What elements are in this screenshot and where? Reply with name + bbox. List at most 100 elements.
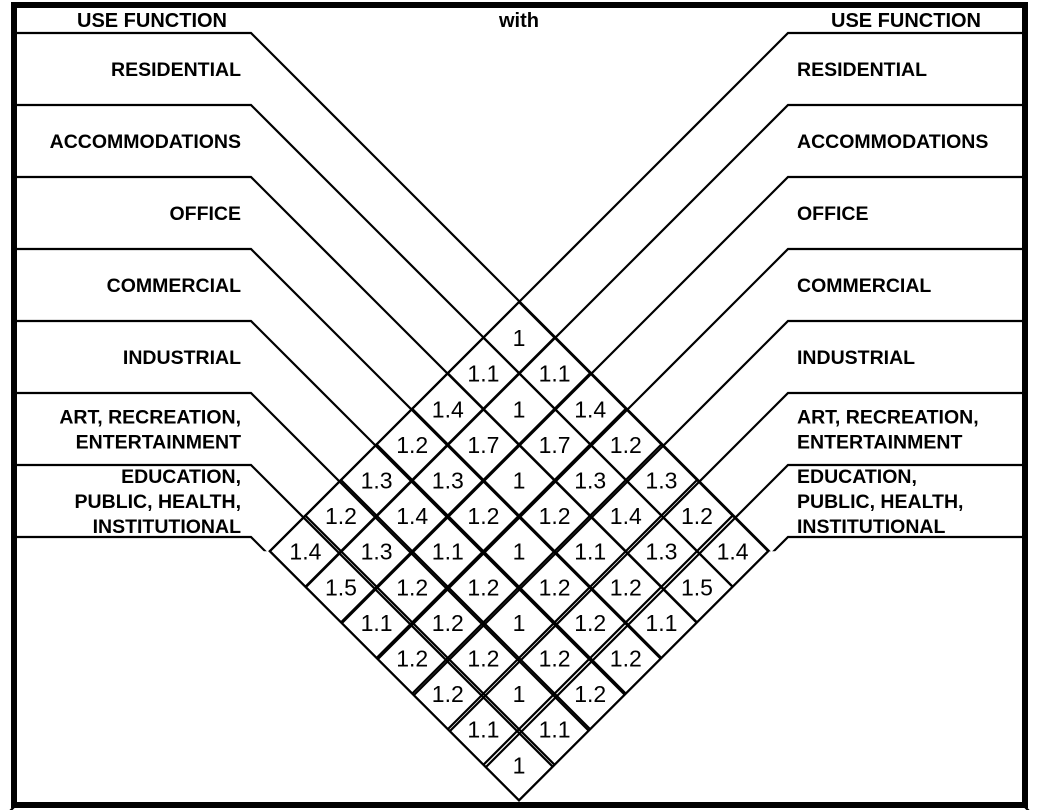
right-lower-mask xyxy=(519,551,1022,810)
matrix-cell-r1-c1: 1.1 xyxy=(539,361,571,387)
matrix-cell-r3-c3: 1.2 xyxy=(610,432,642,458)
matrix-diagonal-dl-4 xyxy=(410,442,663,696)
matrix-cell-r9-c3: 1.2 xyxy=(610,646,642,672)
matrix-diagonal-dl-3 xyxy=(375,407,628,660)
matrix-cell-r6-c2: 1.1 xyxy=(432,539,464,565)
right-label-group: RESIDENTIAL ACCOMMODATIONS OFFICE COMMERCIA… xyxy=(797,59,988,538)
matrix-cell-r4-c3: 1.3 xyxy=(574,468,606,494)
left-lower-mask xyxy=(17,551,519,810)
matrix-cell-r5-c5: 1.2 xyxy=(681,503,713,529)
left-function-label-4: INDUSTRIAL xyxy=(123,347,241,369)
matrix-cell-r8-c3: 1.2 xyxy=(574,610,606,636)
matrix-cell-r12-c0: 1 xyxy=(513,752,526,778)
matrix-cell-r7-c2: 1.2 xyxy=(467,574,499,600)
matrix-cell-r4-c2: 1 xyxy=(513,468,526,494)
matrix-cell-r6-c1: 1.3 xyxy=(361,539,393,565)
left-function-label-6-line-2: INSTITUTIONAL xyxy=(93,516,241,538)
matrix-cell-r6-c6: 1.4 xyxy=(717,539,749,565)
center-header-title: with xyxy=(498,10,539,32)
left-function-label-1: ACCOMMODATIONS xyxy=(50,131,241,153)
right-function-label-5-line-0: ART, RECREATION, xyxy=(797,407,979,429)
matrix-diagonal-dr-5 xyxy=(339,478,592,731)
matrix-diagonal-dr-0 xyxy=(517,300,770,553)
left-function-label-5-line-0: ART, RECREATION, xyxy=(59,407,241,429)
matrix-cell-r9-c0: 1.2 xyxy=(396,646,428,672)
right-function-label-2: OFFICE xyxy=(797,203,869,225)
matrix-cell-r4-c1: 1.3 xyxy=(432,468,464,494)
matrix-cell-r3-c0: 1.2 xyxy=(396,432,428,458)
left-function-label-5-line-1: ENTERTAINMENT xyxy=(76,432,241,454)
matrix-diagonal-dl-0 xyxy=(268,300,521,553)
matrix-cell-r5-c4: 1.4 xyxy=(610,503,642,529)
matrix-cell-r6-c0: 1.4 xyxy=(289,539,321,565)
matrix-cell-r3-c2: 1.7 xyxy=(539,432,571,458)
matrix-cell-r9-c2: 1.2 xyxy=(539,646,571,672)
right-header-title: USE FUNCTION xyxy=(831,10,981,32)
right-function-label-0: RESIDENTIAL xyxy=(797,59,927,81)
matrix-cell-r7-c3: 1.2 xyxy=(539,574,571,600)
left-label-group: RESIDENTIAL ACCOMMODATIONS OFFICE COMMERCIA… xyxy=(50,59,241,538)
matrix-lower-rim xyxy=(268,549,770,802)
matrix-cell-r6-c5: 1.3 xyxy=(645,539,677,565)
matrix-cell-r10-c1: 1 xyxy=(513,681,526,707)
matrix-diagonal-dr-2 xyxy=(446,371,699,624)
right-band-separator-4 xyxy=(297,319,1024,810)
left-function-label-3: COMMERCIAL xyxy=(107,275,241,297)
left-function-label-6-line-0: EDUCATION, xyxy=(121,466,241,488)
right-band-separator-2 xyxy=(153,175,1024,810)
matrix-diagonal-dl-5 xyxy=(446,478,699,731)
matrix-cell-r5-c3: 1.2 xyxy=(539,503,571,529)
matrix-cell-r0-c0: 1 xyxy=(513,325,526,351)
matrix-cell-r1-c0: 1.1 xyxy=(467,361,499,387)
left-header-title: USE FUNCTION xyxy=(77,10,227,32)
matrix-cell-r2-c0: 1.4 xyxy=(432,396,464,422)
right-function-label-6-line-1: PUBLIC, HEALTH, xyxy=(797,491,963,513)
matrix-cell-r8-c4: 1.1 xyxy=(645,610,677,636)
left-function-label-6-line-1: PUBLIC, HEALTH, xyxy=(75,491,241,513)
matrix-diagonal-dr-4 xyxy=(375,442,628,696)
right-function-label-3: COMMERCIAL xyxy=(797,275,931,297)
matrix-cell-r8-c2: 1 xyxy=(513,610,526,636)
matrix-cell-r7-c5: 1.5 xyxy=(681,574,713,600)
matrix-cell-r5-c2: 1.2 xyxy=(467,503,499,529)
matrix-cell-r6-c3: 1 xyxy=(513,539,526,565)
matrix-cell-r7-c4: 1.2 xyxy=(610,574,642,600)
right-function-label-6-line-2: INSTITUTIONAL xyxy=(797,516,945,538)
left-band-separator-4 xyxy=(15,319,742,810)
matrix-cell-r2-c1: 1 xyxy=(513,396,526,422)
matrix-diagonal-dr-1 xyxy=(481,336,735,589)
matrix-cell-r6-c4: 1.1 xyxy=(574,539,606,565)
matrix-cell-r11-c1: 1.1 xyxy=(539,717,571,743)
right-function-label-1: ACCOMMODATIONS xyxy=(797,131,988,153)
matrix-cell-r7-c0: 1.5 xyxy=(325,574,357,600)
matrix-cell-r8-c0: 1.1 xyxy=(361,610,393,636)
matrix-cell-r5-c1: 1.4 xyxy=(396,503,428,529)
matrix-cell-r8-c1: 1.2 xyxy=(432,610,464,636)
left-function-label-2: OFFICE xyxy=(170,203,242,225)
matrix-cell-r10-c0: 1.2 xyxy=(432,681,464,707)
matrix-cell-r7-c1: 1.2 xyxy=(396,574,428,600)
right-function-label-6-line-0: EDUCATION, xyxy=(797,466,917,488)
right-band-separator-6 xyxy=(441,463,1024,810)
matrix-cell-r4-c4: 1.3 xyxy=(645,468,677,494)
matrix-diagonal-dr-3 xyxy=(410,407,663,660)
left-function-label-0: RESIDENTIAL xyxy=(111,59,241,81)
matrix-diagonal-dl-6 xyxy=(481,514,735,767)
matrix-cell-r3-c1: 1.7 xyxy=(467,432,499,458)
matrix-diagonal-dr-6 xyxy=(303,514,557,767)
matrix-cell-r2-c2: 1.4 xyxy=(574,396,606,422)
left-band-separator-5 xyxy=(15,391,670,810)
right-function-label-5-line-1: ENTERTAINMENT xyxy=(797,432,962,454)
matrix-cell-r11-c0: 1.1 xyxy=(467,717,499,743)
matrix-cell-r5-c0: 1.2 xyxy=(325,503,357,529)
matrix-cell-r10-c2: 1.2 xyxy=(574,681,606,707)
matrix-cell-r9-c1: 1.2 xyxy=(467,646,499,672)
matrix-diagonal-dl-1 xyxy=(303,336,557,589)
outer-border-top xyxy=(11,2,1028,808)
matrix-cell-r4-c0: 1.3 xyxy=(361,468,393,494)
right-function-label-4: INDUSTRIAL xyxy=(797,347,915,369)
right-band-separator-5 xyxy=(369,391,1024,810)
